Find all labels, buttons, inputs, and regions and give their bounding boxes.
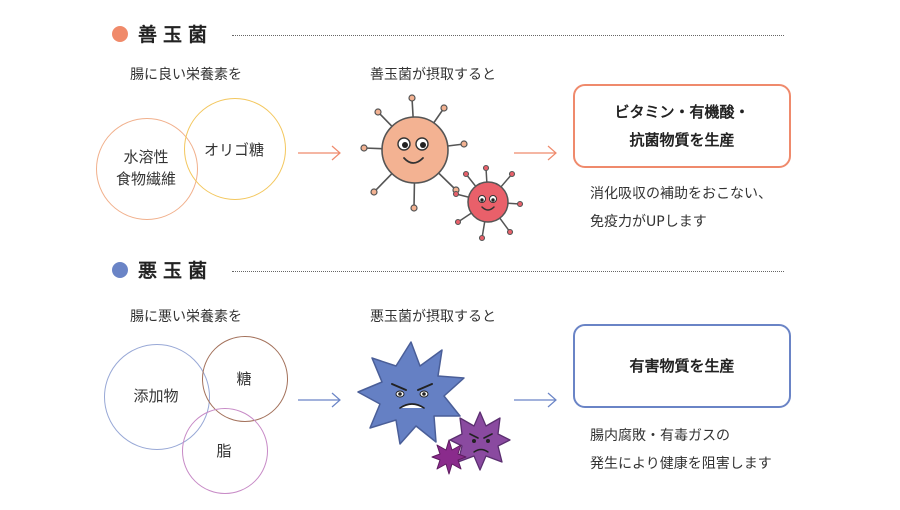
- bad-desc-line1: 腸内腐敗・有毒ガスの: [590, 428, 730, 444]
- bad-nutrient-label-left: 添加物: [133, 387, 179, 405]
- bad-section-rule: [232, 271, 784, 272]
- good-nutrient-left-line2: 食物繊維: [115, 170, 176, 188]
- good-description: 消化吸収の補助をおこない、 免疫力がUPします: [590, 180, 772, 236]
- good-arrow-1: [298, 145, 341, 161]
- good-desc-line1: 消化吸収の補助をおこない、: [590, 186, 772, 202]
- bad-bacteria-small: [431, 439, 467, 475]
- good-nutrient-circle-right: [184, 98, 286, 200]
- bad-nutrient-circle-bottom: [182, 408, 268, 494]
- good-nutrient-label-left: 水溶性 食物繊維: [96, 146, 196, 190]
- good-bacteria-small: [452, 164, 524, 242]
- bad-arrow-1: [298, 392, 341, 408]
- bad-nutrient-label-bottom: 脂: [216, 442, 232, 460]
- bad-nutrient-label-right: 糖: [236, 370, 252, 388]
- bad-result-box: 有害物質を生産: [573, 324, 791, 408]
- good-arrow-2: [514, 145, 557, 161]
- good-bacteria-caption: 善玉菌が摂取すると: [370, 67, 496, 83]
- good-section-dot: [112, 26, 128, 42]
- good-desc-line2: 免疫力がUPします: [590, 214, 707, 230]
- good-section-rule: [232, 35, 784, 36]
- good-result-line1: ビタミン・有機酸・: [614, 103, 750, 121]
- good-section-title: 善玉菌: [138, 24, 214, 46]
- good-nutrient-left-line1: 水溶性: [123, 148, 169, 166]
- bad-section-title: 悪玉菌: [138, 260, 214, 282]
- bad-arrow-2: [514, 392, 557, 408]
- good-intake-caption: 腸に良い栄養素を: [130, 67, 242, 83]
- bad-result-line1: 有害物質を生産: [629, 357, 735, 375]
- bad-bacteria-large: [357, 341, 465, 445]
- bad-bacteria-caption: 悪玉菌が摂取すると: [370, 309, 496, 325]
- bad-description: 腸内腐敗・有毒ガスの 発生により健康を阻害します: [590, 422, 772, 478]
- good-nutrient-label-right: オリゴ糖: [203, 141, 264, 159]
- bad-section-dot: [112, 262, 128, 278]
- good-result-line2: 抗菌物質を生産: [629, 131, 735, 149]
- good-result-box: ビタミン・有機酸・ 抗菌物質を生産: [573, 84, 791, 168]
- good-bacteria-large: [360, 94, 468, 212]
- bad-desc-line2: 発生により健康を阻害します: [590, 456, 772, 472]
- bad-bacteria-medium: [449, 411, 511, 471]
- bad-intake-caption: 腸に悪い栄養素を: [130, 309, 242, 325]
